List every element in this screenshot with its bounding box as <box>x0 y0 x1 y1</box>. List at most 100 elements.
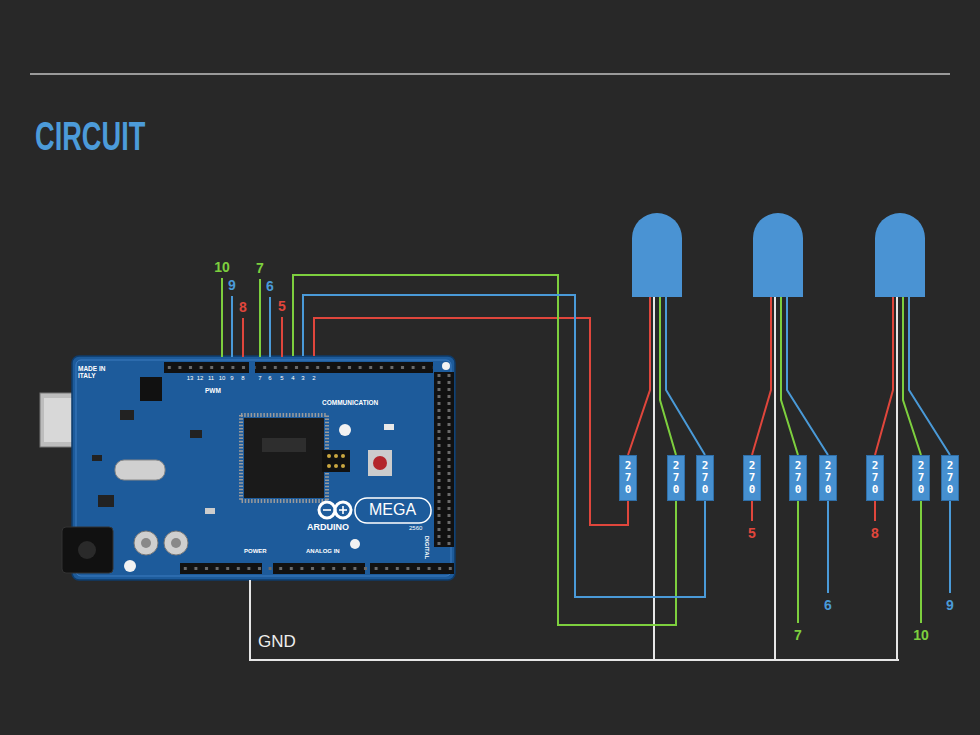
resistor-symbol: 270 <box>819 455 837 501</box>
resistor-symbol: 270 <box>743 455 761 501</box>
smd-part <box>120 410 134 420</box>
resistor-value: 270 <box>870 460 881 496</box>
arduino-logo <box>342 506 344 514</box>
resistor-lead <box>949 500 951 593</box>
board-silkscreen: POWER <box>244 548 267 555</box>
pin-label: 5 <box>748 525 756 541</box>
pin-wire <box>221 278 223 357</box>
icsp-pin <box>327 464 331 468</box>
capacitor <box>134 531 158 555</box>
resistor-lead <box>920 500 922 623</box>
led-leg <box>781 297 798 455</box>
pin-label: 8 <box>871 525 879 541</box>
board-silkscreen: COMMUNICATION <box>322 399 378 406</box>
led-leg <box>875 297 893 455</box>
pin-label: 7 <box>256 260 264 276</box>
pin-wire <box>259 279 261 357</box>
board-silkscreen: PWM <box>205 387 221 394</box>
capacitor <box>171 538 181 548</box>
resistor-symbol: 270 <box>619 455 637 501</box>
rgb-led <box>632 213 682 297</box>
led-leg <box>909 297 950 455</box>
rgb-led <box>753 213 803 297</box>
power-jack <box>78 541 96 559</box>
icsp-pin <box>334 464 338 468</box>
pin-label: 9 <box>228 277 236 293</box>
icsp-pin <box>327 454 331 458</box>
resistor-value: 270 <box>747 460 758 496</box>
board-silkscreen: ANALOG IN <box>306 548 340 555</box>
icsp-header <box>322 450 350 472</box>
pin-header <box>180 563 454 574</box>
pin-wire <box>281 317 283 357</box>
icsp-pin <box>341 454 345 458</box>
reset-button <box>368 450 392 476</box>
pin-header <box>164 362 249 373</box>
resistor-lead <box>797 500 799 623</box>
led-leg <box>628 297 650 455</box>
led-leg <box>896 297 898 660</box>
pin-number: 12 <box>197 375 204 382</box>
icsp-pin <box>334 454 338 458</box>
pin-number: 10 <box>219 375 226 382</box>
smd-part <box>205 508 215 514</box>
arduino-board: MADE IN ITALYPWMCOMMUNICATIONARDUINOMEGA… <box>72 356 455 580</box>
board-silkscreen: 2560 <box>409 525 422 532</box>
led-leg <box>774 297 776 660</box>
pin-label: 7 <box>794 627 802 643</box>
resistor-value: 270 <box>823 460 834 496</box>
reset-button <box>373 456 387 470</box>
resistor-value: 270 <box>916 460 927 496</box>
resistor-symbol: 270 <box>866 455 884 501</box>
chip-pins <box>241 415 327 501</box>
resistor-lead <box>827 500 829 593</box>
board-silkscreen: MADE IN ITALY <box>78 365 118 379</box>
pin-label: GND <box>258 632 296 652</box>
board-silkscreen: DIGITAL <box>424 535 431 559</box>
pin-number: 6 <box>268 375 271 382</box>
mega-badge <box>355 498 431 523</box>
led-leg <box>660 297 676 455</box>
mounting-hole <box>339 424 351 436</box>
pin-label: 8 <box>239 299 247 315</box>
pin-number: 2 <box>312 375 315 382</box>
led-leg <box>666 297 705 455</box>
resistor-symbol: 270 <box>941 455 959 501</box>
resistor-value: 270 <box>945 460 956 496</box>
resistor-symbol: 270 <box>667 455 685 501</box>
led-leg <box>752 297 771 455</box>
icsp-header <box>140 377 162 401</box>
pin-number: 11 <box>208 375 214 382</box>
led-leg <box>787 297 828 455</box>
resistor-value: 270 <box>671 460 682 496</box>
arduino-logo <box>319 502 335 518</box>
pin-number: 3 <box>301 375 304 382</box>
pin-number: 5 <box>280 375 283 382</box>
rgb-led <box>875 213 925 297</box>
pin-wire <box>231 296 233 357</box>
pin-label: 6 <box>266 278 274 294</box>
resistor-symbol: 270 <box>789 455 807 501</box>
pin-label: 10 <box>913 627 929 643</box>
resistor-lead <box>751 500 753 521</box>
pin-label: 6 <box>824 597 832 613</box>
board-outline <box>76 360 451 576</box>
pin-header <box>434 372 454 547</box>
microcontroller-chip <box>244 418 324 498</box>
chip-marking <box>262 438 306 452</box>
pin-header <box>434 372 454 547</box>
mounting-hole <box>350 539 360 549</box>
pin-label: 5 <box>278 298 286 314</box>
resistor-symbol: 270 <box>912 455 930 501</box>
led-leg <box>653 297 655 660</box>
pin-wire <box>269 297 271 357</box>
pin-number: 9 <box>230 375 233 382</box>
crystal <box>115 460 165 480</box>
pin-label: 9 <box>946 597 954 613</box>
header-rule <box>30 73 950 75</box>
wire <box>303 295 705 597</box>
pin-label: 10 <box>214 259 230 275</box>
mounting-hole <box>124 560 136 572</box>
resistor-lead <box>874 500 876 521</box>
